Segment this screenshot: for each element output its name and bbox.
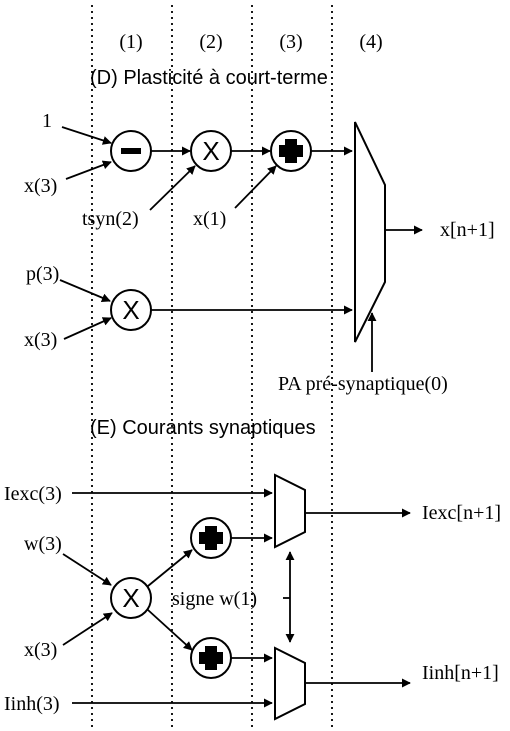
multiply-icon-e: X: [122, 583, 139, 613]
excitatory-multiplexer: [274, 473, 306, 549]
input-iinh-label: Iinh(3): [4, 693, 60, 715]
input-x1-label: x(1): [193, 208, 226, 230]
stage-label-2: (2): [199, 31, 222, 53]
input-x3-label-a: x(3): [24, 175, 57, 197]
mux-select-label: PA pré-synaptique(0): [278, 373, 448, 395]
arrow-x-to-times: [62, 612, 113, 646]
stage-label-1: (1): [119, 31, 142, 53]
arrow-x3-to-times: [63, 317, 112, 340]
arrow-times-to-plus-top: [147, 549, 193, 587]
output-iinh-label: Iinh[n+1]: [422, 662, 499, 684]
section-e-title: (E) Courants synaptiques: [90, 417, 316, 439]
input-x3-label-b: x(3): [24, 329, 57, 351]
multiply-icon-b: X: [122, 295, 139, 325]
arrow-x3-to-minus: [65, 160, 112, 180]
arrow-p3-to-times: [59, 279, 111, 303]
input-tsyn-label: tsyn(2): [82, 208, 139, 230]
arrow-one-to-minus: [61, 126, 112, 145]
input-w-label: w(3): [24, 533, 62, 555]
input-iexc-label: Iexc(3): [4, 483, 62, 505]
input-one-label: 1: [42, 110, 52, 132]
multiply-operator-e: [110, 577, 152, 619]
arrow-w-to-times: [62, 553, 112, 586]
sign-select-label: signe w(1): [172, 588, 257, 610]
output-iexc-label: Iexc[n+1]: [422, 502, 501, 524]
inhibitory-multiplexer: [274, 646, 306, 721]
input-x-label: x(3): [24, 639, 57, 661]
arrow-x1-to-plus: [234, 165, 277, 209]
output-x-label: x[n+1]: [440, 219, 495, 241]
stage-dividers: [91, 5, 333, 728]
arrow-tsyn-to-times: [149, 165, 196, 211]
section-d-title: (D) Plasticité à court-terme: [90, 67, 328, 89]
input-p3-label: p(3): [26, 263, 59, 285]
stage-label-4: (4): [359, 31, 382, 53]
stage-label-3: (3): [279, 31, 302, 53]
arrow-times-to-plus-bottom: [147, 609, 193, 651]
multiply-icon-a: X: [202, 136, 219, 166]
minus-icon: [121, 148, 141, 154]
plasticity-multiplexer: [354, 121, 386, 343]
